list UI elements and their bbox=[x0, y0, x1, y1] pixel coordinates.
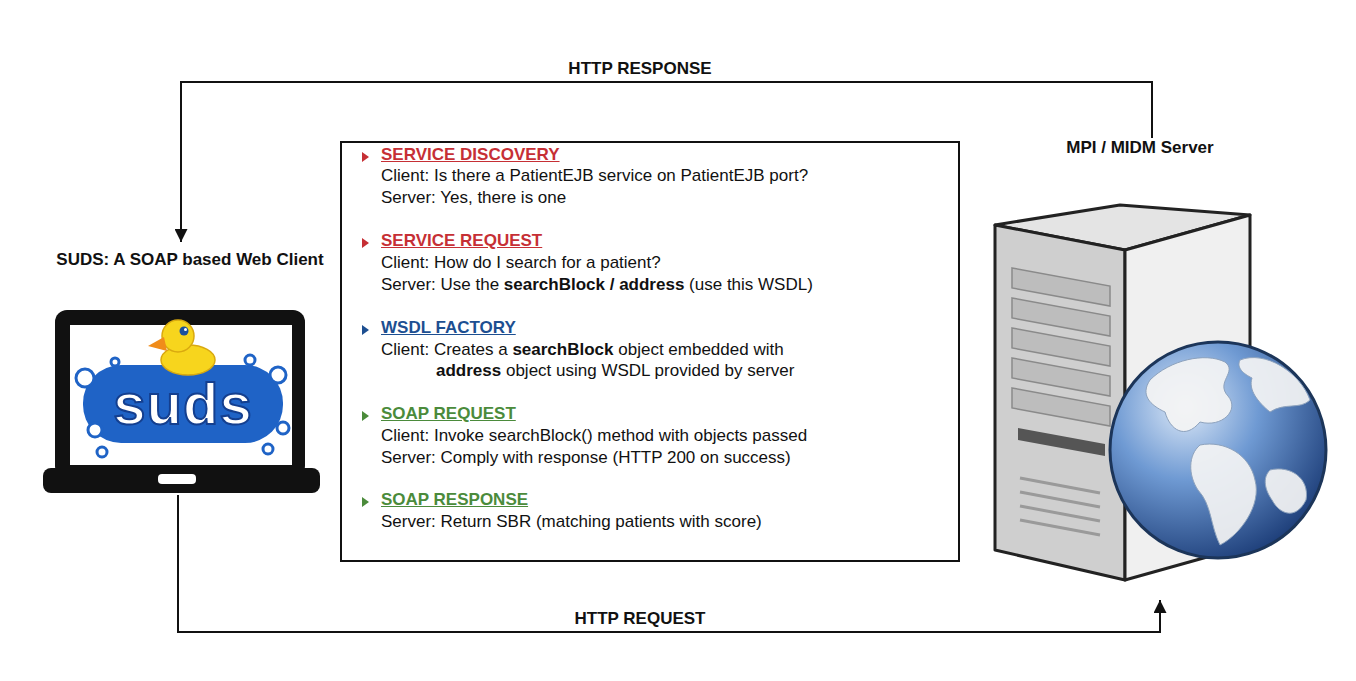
step-text: Server: Use the bbox=[381, 275, 499, 294]
text-line: Client: How do I search for a patient? bbox=[381, 253, 661, 273]
client-heading: SUDS: A SOAP based Web Client bbox=[40, 250, 340, 270]
text-line: Server: Use the searchBlock / address (use… bbox=[381, 275, 813, 295]
text-line: Server: Comply with response (HTTP 200 o… bbox=[381, 448, 791, 468]
bullet-markers bbox=[342, 143, 382, 564]
step-text: object using WSDL provided by server bbox=[506, 361, 795, 380]
text-line: SOAP RESPONSE bbox=[381, 490, 528, 510]
text-line: SOAP REQUEST bbox=[381, 404, 516, 424]
server-node: MPI / MIDM Server bbox=[975, 138, 1305, 600]
server-illustration bbox=[975, 138, 1305, 600]
step-text: Server: Return SBR (matching patients wi… bbox=[381, 512, 762, 531]
laptop-illustration bbox=[40, 242, 340, 495]
step-text: Client: How do I search for a patient? bbox=[381, 253, 661, 272]
text-line: WSDL FACTORY bbox=[381, 318, 516, 338]
section-heading: SOAP REQUEST bbox=[381, 404, 516, 423]
text-line: Server: Return SBR (matching patients wi… bbox=[381, 512, 762, 532]
step-text: Client: Invoke searchBlock() method with… bbox=[381, 426, 807, 445]
text-line: Client: Creates asearchBlock object embed… bbox=[381, 340, 784, 360]
step-text: Server: Yes, there is one bbox=[381, 188, 566, 207]
text-line: Client: Invoke searchBlock() method with… bbox=[381, 426, 807, 446]
text-line: Server: Yes, there is one bbox=[381, 188, 566, 208]
step-text: Client: Is there a PatientEJB service on… bbox=[381, 166, 808, 185]
process-box: SERVICE DISCOVERY Client: Is there a Pati… bbox=[340, 141, 960, 562]
step-text: Client: Creates a bbox=[381, 340, 508, 359]
client-node: SUDS: A SOAP based Web Client bbox=[40, 242, 340, 495]
text-line: Client: Is there a PatientEJB service on… bbox=[381, 166, 808, 186]
section-heading: SERVICE REQUEST bbox=[381, 231, 542, 250]
text-line: SERVICE REQUEST bbox=[381, 231, 542, 251]
text-line: SERVICE DISCOVERY bbox=[381, 145, 560, 165]
step-text: Server: Comply with response (HTTP 200 o… bbox=[381, 448, 791, 467]
step-text: searchBlock bbox=[512, 340, 613, 359]
section-heading: WSDL FACTORY bbox=[381, 318, 516, 337]
step-text: object embedded with bbox=[618, 340, 783, 359]
step-text: searchBlock / address bbox=[504, 275, 684, 294]
edge-label: HTTP RESPONSE bbox=[564, 59, 715, 79]
edge-label: HTTP REQUEST bbox=[571, 609, 710, 629]
section-heading: SERVICE DISCOVERY bbox=[381, 145, 560, 164]
server-heading: MPI / MIDM Server bbox=[975, 138, 1305, 158]
step-text: (use this WSDL) bbox=[689, 275, 813, 294]
text-line: address object using WSDL provided by ser… bbox=[436, 361, 794, 381]
step-text: address bbox=[436, 361, 501, 380]
section-heading: SOAP RESPONSE bbox=[381, 490, 528, 509]
logo-text: suds bbox=[113, 373, 252, 435]
